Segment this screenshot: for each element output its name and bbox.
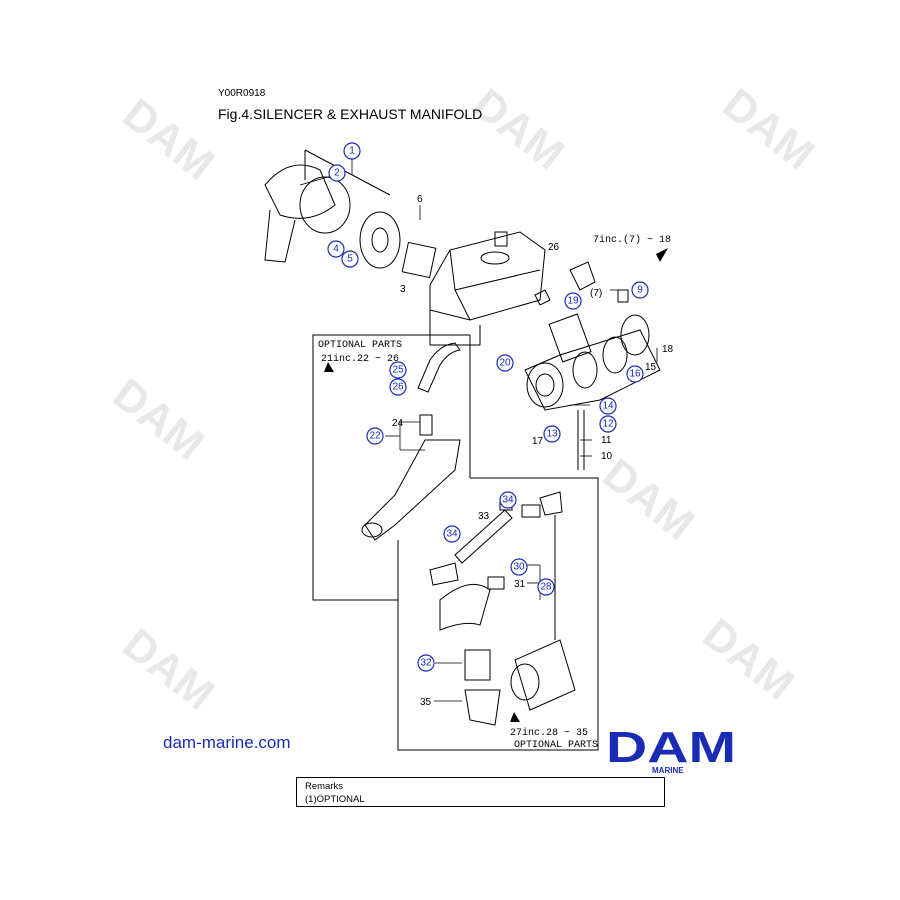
watermark: DAM (104, 369, 213, 469)
label-10: 10 (601, 451, 613, 462)
label-31: 31 (514, 579, 526, 590)
svg-text:22: 22 (369, 431, 381, 442)
label-7: (7) (590, 288, 602, 299)
callout-22: 22 (366, 427, 384, 445)
callout-4: 4 (327, 240, 345, 258)
note-opt1-title: OPTIONAL PARTS (318, 340, 402, 351)
label-26: 26 (548, 242, 560, 253)
callout-28: 28 (537, 578, 555, 596)
exhaust-hose-assembly (361, 342, 461, 541)
logo-subtitle: MARINE (652, 766, 684, 775)
remarks-line: (1)OPTIONAL (305, 794, 365, 805)
callout-25: 25 (389, 361, 407, 379)
callout-16: 16 (626, 365, 644, 383)
watermark: DAM (714, 79, 823, 179)
label-24: 24 (392, 418, 404, 429)
callout-5: 5 (341, 250, 359, 268)
svg-text:2: 2 (334, 168, 340, 179)
optional-box-2 (397, 477, 599, 751)
svg-text:4: 4 (333, 244, 339, 255)
label-18: 18 (662, 344, 674, 355)
svg-text:5: 5 (347, 254, 353, 265)
arrow-marker (324, 362, 334, 372)
watermark: DAM (114, 619, 223, 719)
watermark: DAM (694, 609, 803, 709)
watermark: DAM (464, 79, 573, 179)
svg-text:34: 34 (446, 529, 458, 540)
callout-9: 9 (631, 281, 649, 299)
remarks-box: Remarks (1)OPTIONAL (296, 777, 665, 807)
callout-34-top: 34 (499, 491, 517, 509)
callout-13: 13 (543, 425, 561, 443)
svg-text:19: 19 (567, 296, 579, 307)
page-title: Fig.4.SILENCER & EXHAUST MANIFOLD (218, 106, 483, 122)
label-3: 3 (400, 284, 406, 295)
label-33: 33 (478, 511, 490, 522)
arrow-marker (656, 248, 668, 262)
svg-text:32: 32 (420, 658, 432, 669)
svg-text:25: 25 (392, 365, 404, 376)
label-35: 35 (420, 697, 432, 708)
website-link[interactable]: dam-marine.com (163, 733, 291, 752)
svg-text:28: 28 (540, 582, 552, 593)
svg-text:DAM: DAM (606, 726, 736, 768)
dam-logo: DAM MARINE (606, 723, 736, 778)
svg-text:20: 20 (499, 358, 511, 369)
label-6: 6 (417, 194, 423, 205)
svg-text:14: 14 (602, 401, 614, 412)
label-11: 11 (601, 435, 612, 446)
callout-12: 12 (599, 415, 617, 433)
svg-text:1: 1 (349, 146, 355, 157)
remarks-title: Remarks (305, 781, 344, 792)
svg-text:34: 34 (502, 495, 514, 506)
label-17: 17 (532, 436, 544, 447)
engine-block (429, 231, 546, 346)
note-top-inc: 7inc.(7) ~ 18 (593, 234, 671, 246)
callout-2: 2 (328, 164, 346, 182)
callout-1: 1 (343, 142, 361, 160)
svg-text:16: 16 (629, 369, 641, 380)
figure-code: Y00R0918 (218, 88, 266, 99)
watermark: DAM (114, 89, 223, 189)
note-opt2-title: OPTIONAL PARTS (514, 740, 598, 751)
optional-pipe-assembly (429, 491, 576, 726)
svg-text:13: 13 (546, 429, 558, 440)
svg-text:12: 12 (602, 419, 614, 430)
svg-text:26: 26 (392, 382, 404, 393)
label-15: 15 (645, 362, 657, 373)
callout-30: 30 (510, 558, 528, 576)
dam-logo-mark: DAM (606, 723, 736, 772)
watermark: DAM (594, 449, 703, 549)
callout-14: 14 (599, 397, 617, 415)
svg-text:30: 30 (513, 562, 525, 573)
callout-34-left: 34 (443, 525, 461, 543)
callout-32: 32 (417, 654, 435, 672)
callout-20: 20 (496, 354, 514, 372)
silencer-assembly (264, 149, 437, 279)
callout-19: 19 (564, 292, 582, 310)
svg-text:9: 9 (637, 285, 643, 296)
exhaust-manifold (524, 261, 661, 470)
callout-26: 26 (389, 378, 407, 396)
arrow-marker (510, 712, 520, 722)
note-opt2-inc: 27inc.28 ~ 35 (510, 727, 588, 739)
note-opt1-inc: 21inc.22 ~ 26 (321, 353, 399, 365)
